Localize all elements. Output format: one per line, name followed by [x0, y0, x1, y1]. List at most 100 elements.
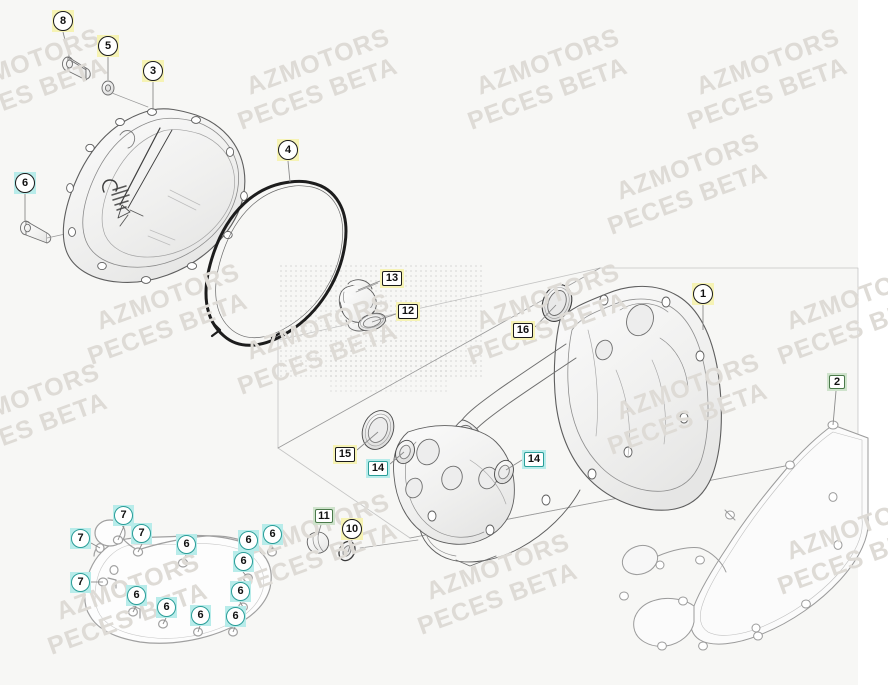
callout-number: 8	[59, 14, 67, 27]
callout-number: 5	[104, 39, 112, 52]
callout-number: 7	[120, 509, 127, 521]
callout-number: 6	[133, 589, 140, 601]
callout-number: 14	[371, 462, 385, 474]
part-15-bearing-large	[361, 410, 395, 450]
callout-label-11[interactable]: 11	[313, 507, 335, 525]
callout-marker-shape	[98, 36, 118, 56]
part-11-plug-screw	[306, 531, 330, 554]
leader-line	[347, 539, 353, 553]
part-2-gasket-right	[619, 420, 869, 651]
callout-marker-shape	[368, 461, 388, 476]
leader-line	[317, 524, 322, 536]
callout-number: 6	[197, 609, 204, 621]
callout-number: 13	[385, 272, 399, 284]
callout-number: 15	[338, 448, 352, 460]
callout-label-14[interactable]: 14	[522, 450, 546, 469]
callout-marker-shape	[132, 524, 151, 543]
leader-line	[90, 542, 101, 549]
leader-line	[357, 280, 381, 291]
callout-marker-shape	[239, 531, 258, 550]
callout-number: 6	[183, 538, 190, 550]
callout-number: 4	[284, 143, 292, 156]
leader-line	[832, 390, 837, 426]
leader-line	[356, 431, 379, 451]
callout-label-1[interactable]: 1	[692, 283, 714, 305]
callout-label-13[interactable]: 13	[380, 269, 404, 288]
callout-label-4[interactable]: 4	[277, 139, 299, 161]
callout-label-6[interactable]: 6	[176, 534, 197, 555]
leader-line	[505, 459, 523, 471]
callout-label-6[interactable]: 6	[233, 551, 254, 572]
callout-number: 6	[245, 534, 252, 546]
part-14-bearing-small-b	[494, 459, 514, 485]
callout-marker-shape	[234, 552, 253, 571]
callout-marker-shape	[157, 598, 176, 617]
callout-number: 6	[269, 528, 276, 540]
callout-label-7[interactable]: 7	[113, 505, 134, 526]
callout-label-6[interactable]: 6	[225, 606, 246, 627]
callout-label-6[interactable]: 6	[156, 597, 177, 618]
callout-number: 6	[21, 176, 29, 189]
leader-line	[287, 160, 291, 183]
callout-number: 6	[163, 601, 170, 613]
callout-marker-shape	[513, 323, 533, 338]
part-14-bearing-small-a	[395, 439, 415, 465]
callout-label-10[interactable]: 10	[341, 518, 363, 540]
callout-number: 6	[237, 585, 244, 597]
callout-marker-shape	[177, 535, 196, 554]
leader-line	[182, 554, 187, 564]
callout-label-6[interactable]: 6	[262, 524, 283, 545]
part-4-o-ring	[204, 179, 348, 347]
callout-label-7[interactable]: 7	[70, 528, 91, 549]
callout-label-14[interactable]: 14	[366, 459, 390, 478]
leader-line	[534, 304, 557, 328]
part-5-washer	[101, 80, 115, 96]
callout-label-8[interactable]: 8	[52, 10, 74, 32]
callout-label-6[interactable]: 6	[126, 585, 147, 606]
callout-number: 2	[833, 375, 841, 388]
callout-number: 3	[149, 64, 157, 77]
callout-label-5[interactable]: 5	[97, 35, 119, 57]
callout-number: 7	[77, 532, 84, 544]
callout-number: 7	[138, 527, 145, 539]
callout-label-6[interactable]: 6	[230, 581, 251, 602]
callout-marker-shape	[398, 304, 418, 319]
leader-line	[371, 313, 397, 323]
leader-line	[197, 625, 201, 633]
callout-label-7[interactable]: 7	[70, 572, 91, 593]
callout-marker-shape	[53, 11, 73, 31]
leader-line	[389, 451, 405, 465]
callout-marker-shape	[191, 606, 210, 625]
callout-number: 16	[516, 324, 530, 336]
callout-number: 1	[699, 287, 707, 300]
callout-label-7[interactable]: 7	[131, 523, 152, 544]
callout-marker-shape	[382, 271, 402, 286]
callout-marker-shape	[278, 140, 298, 160]
leader-line	[232, 626, 236, 633]
callout-label-12[interactable]: 12	[396, 302, 420, 321]
callout-label-16[interactable]: 16	[511, 321, 535, 340]
callout-marker-shape	[829, 375, 845, 389]
callout-marker-shape	[335, 447, 355, 462]
callout-marker-shape	[143, 61, 163, 81]
callout-marker-shape	[231, 582, 250, 601]
leader-line	[242, 571, 249, 579]
callout-label-3[interactable]: 3	[142, 60, 164, 82]
callout-marker-shape	[15, 173, 35, 193]
callout-label-6[interactable]: 6	[238, 530, 259, 551]
part-1-crankcase	[393, 285, 722, 567]
callout-label-6[interactable]: 6	[190, 605, 211, 626]
callout-marker-shape	[263, 525, 282, 544]
callout-label-2[interactable]: 2	[827, 373, 847, 391]
callout-number: 12	[401, 305, 415, 317]
callout-label-6[interactable]: 6	[14, 172, 36, 194]
callout-label-15[interactable]: 15	[333, 445, 357, 464]
callout-marker-shape	[315, 509, 333, 523]
callout-marker-shape	[127, 586, 146, 605]
leader-line	[62, 31, 71, 61]
callout-marker-shape	[693, 284, 713, 304]
callout-number: 6	[240, 555, 247, 567]
part-3-clutch-cover	[62, 108, 248, 284]
